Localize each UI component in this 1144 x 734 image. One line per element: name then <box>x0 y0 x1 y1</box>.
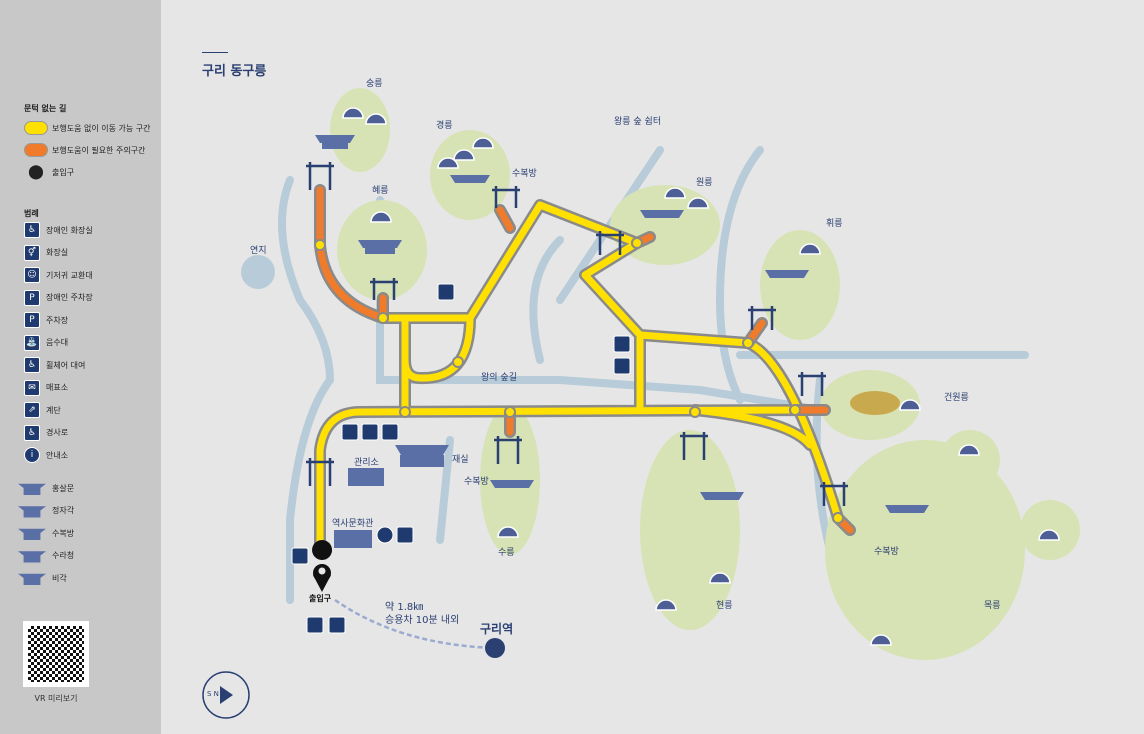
geonwonneung-mound <box>850 391 900 415</box>
accessible-parking-icon: P <box>24 289 40 306</box>
label-subokbang-3: 수복방 <box>874 547 899 557</box>
legend-item: P 장애인 주차장 <box>24 289 93 306</box>
buildings <box>315 135 929 548</box>
park-map <box>202 88 1080 719</box>
vr-qr-code[interactable] <box>23 621 89 687</box>
info-icon: i <box>24 447 40 463</box>
legend-item: ☺ 기저귀 교환대 <box>24 267 93 283</box>
legend-label: 음수대 <box>46 338 69 347</box>
kitchen-house-icon <box>18 551 46 563</box>
label-geonwonneung: 건원릉 <box>944 393 969 403</box>
train-station-icon <box>485 638 505 658</box>
legend-item: 수복방 <box>18 525 75 541</box>
label-forest-rest: 왕릉 숲 쉼터 <box>614 117 662 127</box>
drinking-fountain-icon: ⛲ <box>24 334 40 351</box>
ramp-icon: ♿ <box>24 424 40 441</box>
parking-icon: P <box>24 312 40 328</box>
label-jaesil: 재실 <box>452 455 469 465</box>
legend-item: 비각 <box>18 570 67 586</box>
qr-label: VR 미리보기 <box>34 694 78 703</box>
legend-label: 홍살문 <box>52 483 75 493</box>
legend-panel: 문턱 없는 길 보행도움 없이 이동 가능 구간 보행도움이 필요한 주의구간 … <box>0 0 161 734</box>
accessible-toilet-icon: ♿ <box>24 222 40 238</box>
legend-label: 화장실 <box>46 248 69 257</box>
legend-label: 경사로 <box>46 428 69 437</box>
compass <box>202 671 250 719</box>
accessible-routes <box>314 184 856 556</box>
legend-item: ♿ 휠체어 대여 <box>24 357 85 373</box>
legend-label: 매표소 <box>46 383 69 392</box>
red-gate-icon <box>18 483 46 495</box>
legend-item: ⛲ 음수대 <box>24 334 69 351</box>
label-office: 관리소 <box>354 458 379 468</box>
legend-item: ⚥ 화장실 <box>24 244 69 261</box>
legend-label: 보행도움 없이 이동 가능 구간 <box>52 123 151 133</box>
drive-route <box>334 598 496 650</box>
legend-item: ✉ 매표소 <box>24 379 69 396</box>
label-hyeonneung: 현릉 <box>716 601 733 611</box>
title-rule <box>202 52 228 53</box>
orange-swatch <box>24 143 48 157</box>
legend-item: 수라청 <box>18 548 75 564</box>
shrine-icon <box>18 506 46 518</box>
legend-accessible-route: 보행도움 없이 이동 가능 구간 <box>24 120 151 136</box>
legend-label: 보행도움이 필요한 주의구간 <box>52 145 146 155</box>
gates <box>306 162 848 506</box>
pond-yeonji <box>241 255 275 289</box>
compass-label: S N <box>207 690 219 698</box>
stele-pavilion-icon <box>18 573 46 585</box>
legend-item: ⇗ 계단 <box>24 402 61 418</box>
ticket-office-icon: ✉ <box>24 379 40 396</box>
symbols-heading: 범례 <box>24 209 39 218</box>
guard-house-icon <box>18 528 46 540</box>
label-sungneung: 숭릉 <box>366 79 383 89</box>
legend-caution-route: 보행도움이 필요한 주의구간 <box>24 142 145 158</box>
legend-label: 계단 <box>46 405 61 415</box>
facility-icons <box>291 283 631 634</box>
legend-label: 휠체어 대여 <box>46 360 86 370</box>
legend-label: 장애인 화장실 <box>46 225 93 235</box>
stairs-icon: ⇗ <box>24 402 40 418</box>
label-subokbang: 수복방 <box>512 169 537 179</box>
toilet-icon: ⚥ <box>24 244 40 261</box>
legend-item: 정자각 <box>18 503 75 519</box>
label-distance: 약 1.8㎞ <box>385 602 424 613</box>
legend-label: 비각 <box>52 573 67 583</box>
legend-label: 출입구 <box>52 167 75 177</box>
map-pin-icon: ⬤ <box>28 164 44 180</box>
barrier-free-heading: 문턱 없는 길 <box>24 104 67 113</box>
legend-label: 수라청 <box>52 551 75 560</box>
label-sureung: 수릉 <box>498 548 515 558</box>
label-kings-forest: 왕의 숲길 <box>481 373 517 383</box>
legend-item: ♿ 장애인 화장실 <box>24 222 93 238</box>
legend-label: 주차장 <box>46 315 69 325</box>
legend-label: 수복방 <box>52 528 75 538</box>
legend-label: 정자각 <box>52 506 75 515</box>
legend-item: ♿ 경사로 <box>24 424 69 441</box>
label-gyeongneung: 경릉 <box>436 121 453 131</box>
yellow-swatch <box>24 121 48 135</box>
legend-label: 기저귀 교환대 <box>46 270 93 280</box>
label-guri-station: 구리역 <box>480 622 514 636</box>
legend-item: i 안내소 <box>24 447 68 463</box>
legend-label: 장애인 주차장 <box>46 293 93 302</box>
wheelchair-rental-icon: ♿ <box>24 357 40 373</box>
label-hyeneung: 혜릉 <box>372 186 389 196</box>
label-yeonji: 연지 <box>250 246 267 256</box>
label-subokbang-2: 수복방 <box>464 477 489 487</box>
label-wonneung: 원릉 <box>696 178 713 188</box>
map-title: 구리 동구릉 <box>202 64 267 79</box>
legend-entrance: ⬤ 출입구 <box>24 164 74 180</box>
legend-item: 홍살문 <box>18 480 75 496</box>
label-history-hall: 역사문화관 <box>332 519 374 529</box>
legend-item: P 주차장 <box>24 312 68 328</box>
label-entrance: 출입구 <box>309 594 332 603</box>
label-mongneung: 목릉 <box>984 601 1001 611</box>
legend-label: 안내소 <box>46 450 69 460</box>
tomb-mounds <box>342 107 1060 646</box>
diaper-change-icon: ☺ <box>24 267 40 283</box>
label-drive-time: 승용차 10분 내외 <box>385 615 460 626</box>
label-hwineung: 휘릉 <box>826 219 843 229</box>
